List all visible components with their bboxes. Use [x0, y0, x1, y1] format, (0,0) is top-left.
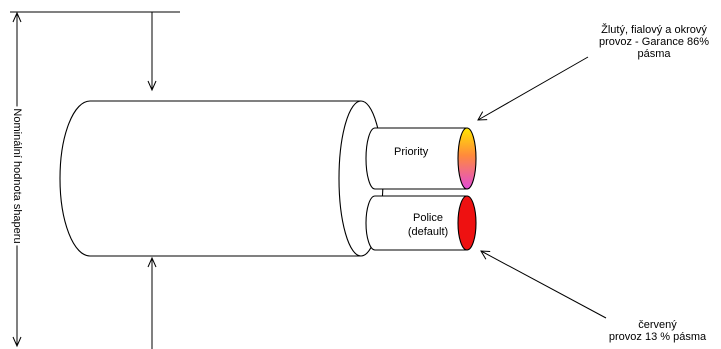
priority-queue-tube [365, 127, 477, 190]
priority-traffic-note: Žlutý, fialový a okrový provoz - Garance… [587, 24, 721, 60]
police-queue-tube [365, 195, 477, 251]
bottom-callout-arrow [480, 250, 607, 319]
red-note-line2: provoz 13 % pásma [608, 331, 707, 343]
priority-label: Priority [394, 146, 429, 158]
top-callout-arrow [477, 56, 589, 121]
red-note-line1: červený [638, 319, 677, 331]
nominal-shaper-value-label: Nominální hodnota shaperu [11, 106, 23, 246]
bottom-inward-arrow [147, 256, 157, 349]
priority-note-line3: pásma [637, 48, 671, 60]
police-label-line1: Police [413, 212, 443, 224]
police-label-line2: (default) [407, 226, 449, 238]
police-queue-end [457, 195, 477, 251]
red-traffic-note: červený provoz 13 % pásma [594, 319, 721, 343]
priority-queue-end [457, 127, 477, 190]
shaper-cylinder [59, 100, 384, 257]
top-inward-arrow [147, 12, 157, 92]
priority-note-line2: provoz - Garance 86% [598, 36, 710, 48]
police-label: Police (default) [396, 211, 460, 239]
priority-note-line1: Žlutý, fialový a okrový [601, 24, 707, 36]
